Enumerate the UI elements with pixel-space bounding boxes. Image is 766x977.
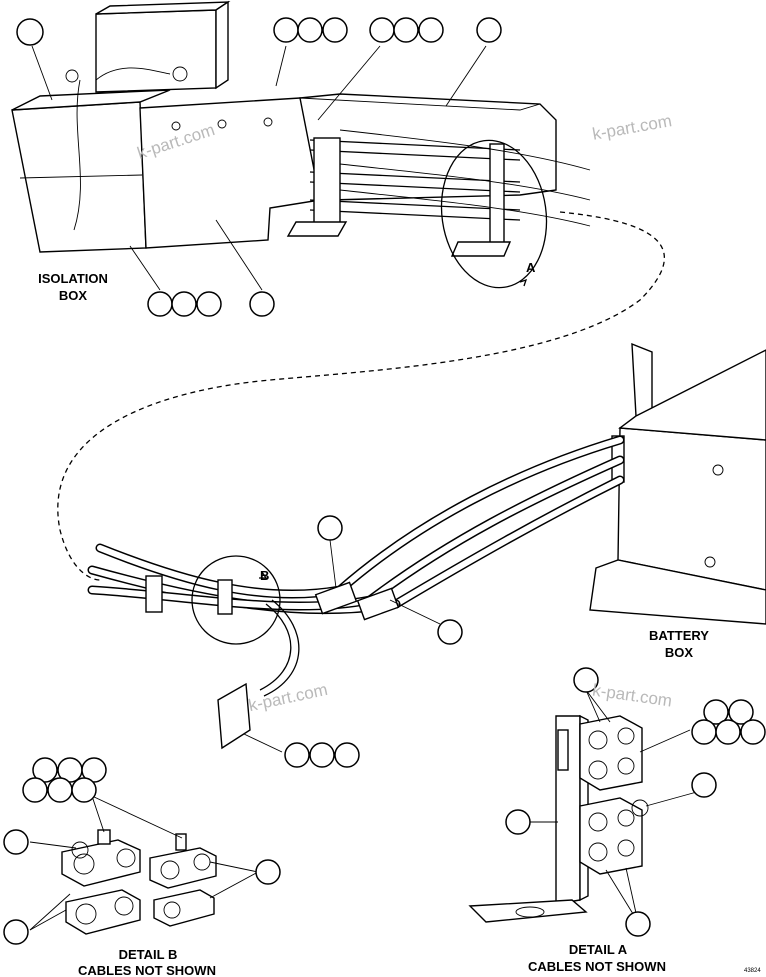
callout-top-group-3 bbox=[369, 17, 444, 43]
callout-connector-upper bbox=[317, 515, 343, 541]
battery-box bbox=[589, 342, 766, 625]
callout-detail-a-bracket bbox=[505, 809, 531, 835]
figure-number: 43824 bbox=[744, 968, 761, 974]
leader-lines bbox=[29, 45, 705, 931]
callout-top-group-2 bbox=[273, 17, 348, 43]
callout-detail-b-right bbox=[255, 859, 281, 885]
detail-b-title: DETAIL B bbox=[118, 947, 178, 962]
callout-detail-a-hardware bbox=[691, 699, 766, 745]
view-b-marker: B bbox=[260, 568, 269, 583]
callout-detail-a-bottom bbox=[625, 911, 651, 937]
callout-plate bbox=[249, 291, 275, 317]
callout-top-right bbox=[476, 17, 502, 43]
callout-detail-b-hardware bbox=[22, 757, 107, 803]
callout-isolation-box bbox=[16, 18, 44, 46]
detail-b-clamps bbox=[61, 829, 217, 935]
cable-harness: B bbox=[87, 435, 625, 750]
detail-b-note: CABLES NOT SHOWN bbox=[78, 963, 216, 977]
detail-a-note: CABLES NOT SHOWN bbox=[528, 959, 666, 974]
isolation-box-label: ISOLATION BOX bbox=[38, 271, 108, 303]
cable-rack bbox=[286, 137, 521, 257]
callout-mount-group bbox=[147, 291, 222, 317]
isolation-box: A bbox=[11, 0, 591, 289]
view-a-marker: A bbox=[526, 260, 536, 275]
callout-detail-a-top bbox=[573, 667, 599, 693]
detail-a-title: DETAIL A bbox=[568, 942, 628, 957]
callout-terminal-block bbox=[284, 742, 360, 768]
detail-a-bracket bbox=[468, 714, 649, 923]
callout-detail-b-left bbox=[3, 919, 29, 945]
callout-connector-lower bbox=[437, 619, 463, 645]
callout-detail-b-clamp bbox=[3, 829, 29, 855]
callout-detail-a-right bbox=[691, 772, 717, 798]
break-line bbox=[57, 211, 665, 581]
battery-box-label: BATTERY BOX bbox=[649, 628, 709, 660]
